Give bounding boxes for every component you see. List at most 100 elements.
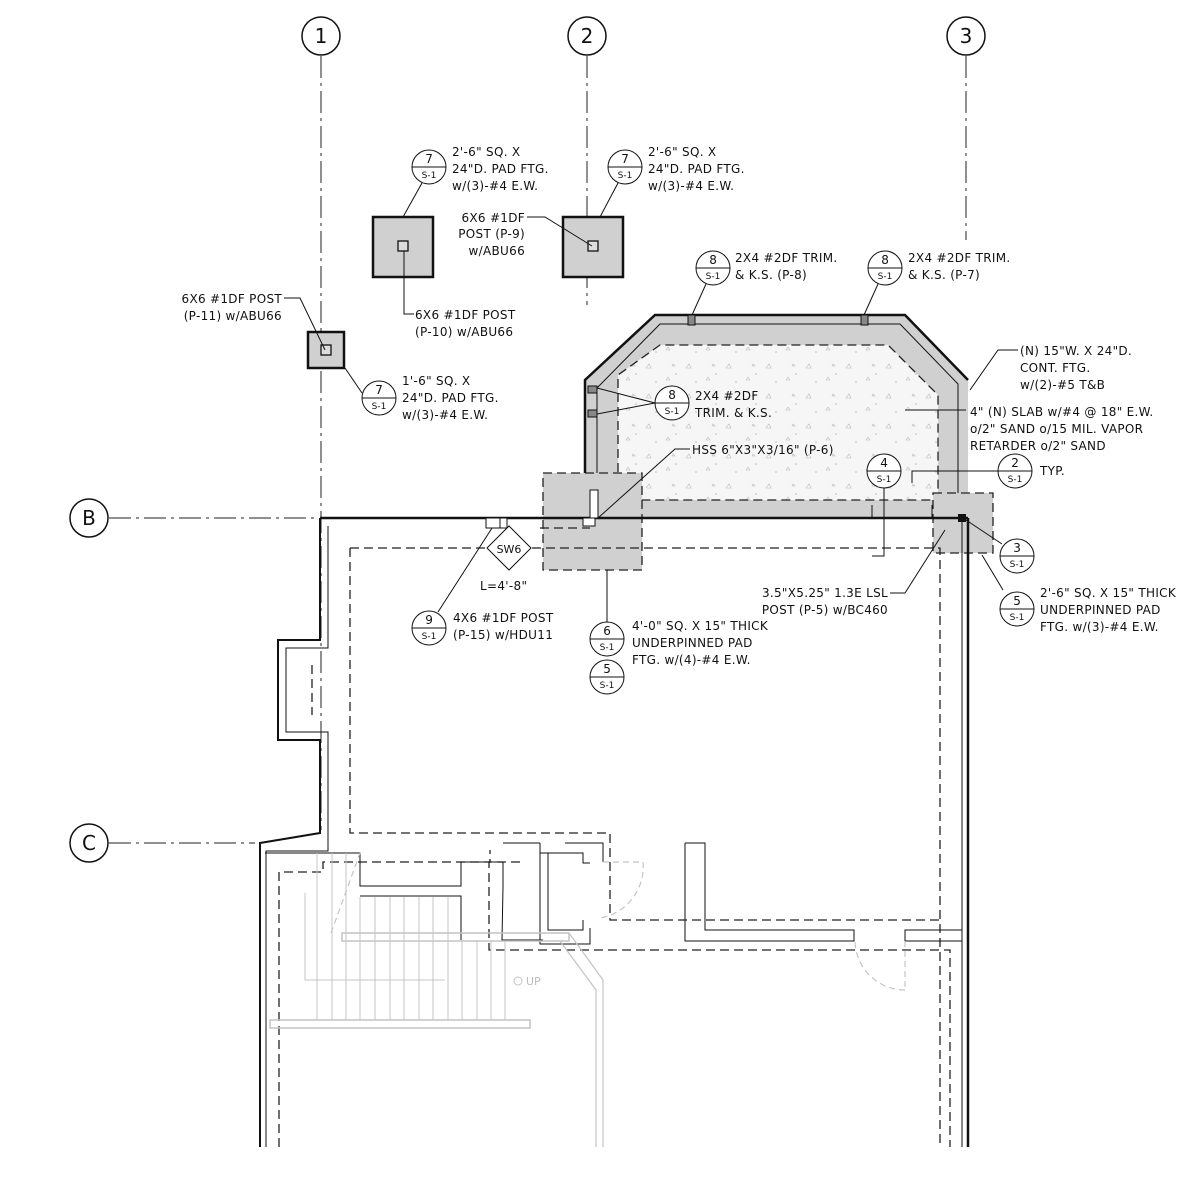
trim-post-p8 (687, 314, 696, 326)
detail-callout[interactable]: 7S-1 (411, 149, 447, 185)
svg-text:2'-6" SQ. X 15" THICK: 2'-6" SQ. X 15" THICK (1040, 586, 1177, 600)
svg-text:2'-6" SQ. X: 2'-6" SQ. X (648, 145, 716, 159)
detail-callout[interactable]: 6S-1 (589, 621, 625, 657)
note-trim-p8: 2X4 #2DF TRIM.& K.S. (P-8) (735, 251, 838, 282)
svg-text:w/ABU66: w/ABU66 (469, 244, 525, 258)
svg-text:S-1: S-1 (706, 272, 721, 282)
svg-text:7: 7 (375, 383, 383, 397)
svg-text:7: 7 (621, 152, 629, 166)
pad-footing-p11 (306, 330, 346, 370)
shear-wall-tag: SW6 L=4'-8" (480, 525, 532, 593)
svg-text:6: 6 (603, 624, 611, 638)
svg-text:UNDERPINNED PAD: UNDERPINNED PAD (1040, 603, 1161, 617)
svg-text:(N) 15"W. X 24"D.: (N) 15"W. X 24"D. (1020, 344, 1132, 358)
concrete-slab (618, 345, 938, 500)
svg-text:2: 2 (581, 24, 594, 48)
svg-text:S-1: S-1 (600, 643, 615, 653)
svg-text:S-1: S-1 (422, 171, 437, 181)
svg-text:S-1: S-1 (1008, 475, 1023, 485)
svg-text:SW6: SW6 (497, 543, 522, 556)
svg-text:w/(3)-#4 E.W.: w/(3)-#4 E.W. (452, 179, 538, 193)
detail-callout[interactable]: 5S-1 (999, 591, 1035, 627)
svg-text:w/(3)-#4 E.W.: w/(3)-#4 E.W. (648, 179, 734, 193)
note-pad-p10: 2'-6" SQ. X24"D. PAD FTG.w/(3)-#4 E.W. (452, 145, 548, 193)
svg-text:(P-15) w/HDU11: (P-15) w/HDU11 (453, 628, 553, 642)
detail-callout[interactable]: 7S-1 (361, 380, 397, 416)
svg-text:6X6 #1DF POST: 6X6 #1DF POST (182, 292, 283, 306)
svg-text:S-1: S-1 (1010, 560, 1025, 570)
note-post-p10: 6X6 #1DF POST (P-10) w/ABU66 (415, 308, 516, 339)
detail-callout[interactable]: 8S-1 (654, 385, 690, 421)
leader-lines (284, 182, 1018, 622)
svg-text:5: 5 (1013, 594, 1021, 608)
stair: UP (269, 852, 604, 1147)
svg-text:2'-6" SQ. X: 2'-6" SQ. X (452, 145, 520, 159)
svg-text:S-1: S-1 (422, 632, 437, 642)
trim-post-p7 (860, 314, 869, 326)
svg-text:o/2" SAND o/15 MIL. VAPOR: o/2" SAND o/15 MIL. VAPOR (970, 422, 1143, 436)
detail-callout[interactable]: 2S-1 (997, 453, 1033, 489)
pad-footing-p9 (561, 215, 625, 279)
svg-text:24"D. PAD FTG.: 24"D. PAD FTG. (402, 391, 499, 405)
grid-bubble-2: 2 (567, 16, 607, 56)
lsl-post-p5 (958, 514, 966, 522)
note-lsl-post: 3.5"X5.25" 1.3E LSL POST (P-5) w/BC460 (762, 586, 888, 617)
svg-text:2X4 #2DF TRIM.: 2X4 #2DF TRIM. (735, 251, 838, 265)
detail-callout[interactable]: 7S-1 (607, 149, 643, 185)
note-pad-p11: 1'-6" SQ. X24"D. PAD FTG.w/(3)-#4 E.W. (402, 374, 499, 422)
svg-text:S-1: S-1 (618, 171, 633, 181)
svg-text:w/(2)-#5 T&B: w/(2)-#5 T&B (1020, 378, 1105, 392)
existing-building: UP (259, 489, 970, 1147)
svg-text:CONT. FTG.: CONT. FTG. (1020, 361, 1090, 375)
note-slab: 4" (N) SLAB w/#4 @ 18" E.W.o/2" SAND o/1… (970, 405, 1153, 453)
svg-text:24"D. PAD FTG.: 24"D. PAD FTG. (648, 162, 745, 176)
note-post-p15: 4X6 #1DF POST(P-15) w/HDU11 (453, 611, 554, 642)
svg-text:(P-10) w/ABU66: (P-10) w/ABU66 (415, 325, 513, 339)
svg-text:2X4 #2DF: 2X4 #2DF (695, 389, 759, 403)
svg-text:2: 2 (1011, 456, 1019, 470)
svg-text:POST (P-9): POST (P-9) (458, 227, 525, 241)
svg-text:7: 7 (425, 152, 433, 166)
detail-callout[interactable]: 8S-1 (867, 250, 903, 286)
svg-text:POST (P-5) w/BC460: POST (P-5) w/BC460 (762, 603, 888, 617)
svg-text:2X4 #2DF TRIM.: 2X4 #2DF TRIM. (908, 251, 1011, 265)
svg-text:S-1: S-1 (878, 272, 893, 282)
note-cont-ftg: (N) 15"W. X 24"D. CONT. FTG. w/(2)-#5 T&B (1020, 344, 1132, 392)
stair-up-label: UP (526, 975, 541, 988)
detail-callout[interactable]: 3S-1 (999, 538, 1035, 574)
door-swing (599, 861, 644, 919)
detail-callout[interactable]: 9S-1 (411, 610, 447, 646)
note-post-p11: 6X6 #1DF POST(P-11) w/ABU66 (182, 292, 283, 323)
detail-callout[interactable]: 5S-1 (589, 659, 625, 695)
svg-text:FTG. w/(4)-#4 E.W.: FTG. w/(4)-#4 E.W. (632, 653, 751, 667)
pad-footing-p10 (371, 215, 435, 279)
post-p11 (320, 344, 332, 356)
svg-text:4: 4 (880, 456, 888, 470)
svg-text:1: 1 (315, 24, 328, 48)
svg-text:B: B (82, 506, 96, 530)
detail-callout[interactable]: 4S-1 (866, 453, 902, 489)
note-pad-p9: 2'-6" SQ. X 24"D. PAD FTG. w/(3)-#4 E.W. (648, 145, 745, 193)
grid-bubble-1: 1 (301, 16, 341, 56)
svg-text:S-1: S-1 (665, 407, 680, 417)
detail-callout[interactable]: 8S-1 (695, 250, 731, 286)
svg-text:3: 3 (960, 24, 973, 48)
grid-bubble-b: B (69, 498, 109, 538)
svg-text:C: C (82, 831, 96, 855)
grid-bubble-3: 3 (946, 16, 986, 56)
svg-text:9: 9 (425, 613, 433, 627)
hss-post-p6 (582, 517, 596, 527)
svg-text:S-1: S-1 (600, 681, 615, 691)
svg-text:6X6 #1DF POST: 6X6 #1DF POST (415, 308, 516, 322)
svg-text:3.5"X5.25" 1.3E LSL: 3.5"X5.25" 1.3E LSL (762, 586, 888, 600)
note-typ: TYP. (1039, 464, 1065, 478)
svg-text:8: 8 (709, 253, 717, 267)
svg-text:S-1: S-1 (372, 402, 387, 412)
svg-text:RETARDER o/2" SAND: RETARDER o/2" SAND (970, 439, 1106, 453)
svg-text:8: 8 (668, 388, 676, 402)
